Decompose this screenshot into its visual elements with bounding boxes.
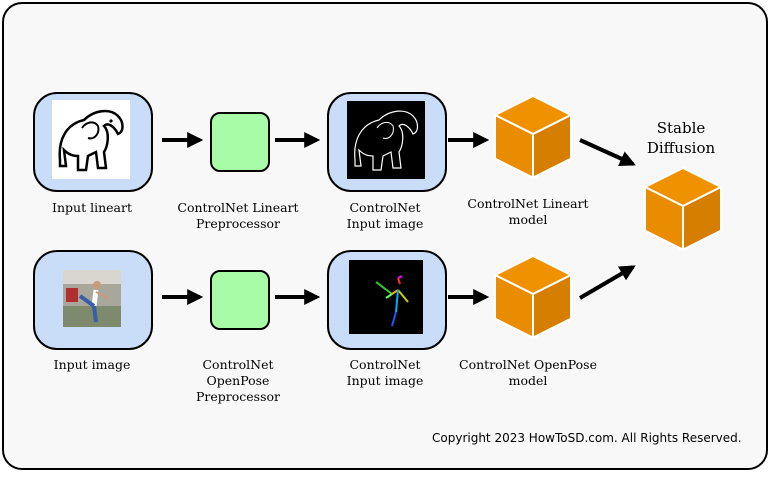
lineart-preprocessor-label: ControlNet Lineart Preprocessor [177, 200, 299, 231]
openpose-preprocessor-box [210, 270, 270, 330]
controlnet-lineart-image [347, 101, 425, 179]
arrow-lineart-model-to-sd [579, 138, 636, 167]
stable-diffusion-cube [644, 167, 722, 251]
diagram-frame [2, 2, 768, 470]
openpose-preprocessor-label: ControlNet OpenPose Preprocessor [195, 357, 280, 404]
copyright-notice: Copyright 2023 HowToSD.com. All Rights R… [432, 431, 742, 445]
input-lineart-label: Input lineart [52, 200, 132, 215]
lineart-preprocessor-box [210, 112, 270, 172]
elephant-lineart-image [52, 100, 130, 179]
control-input-lineart-label: ControlNet Input image [346, 200, 424, 231]
cube2-face-2 [532, 274, 572, 339]
openpose-skeleton-image [349, 260, 423, 334]
lineart-model-cube [494, 95, 572, 179]
stable-diffusion-title: Stable Diffusion [646, 119, 716, 157]
arrow-openpose-model-to-sd [578, 265, 636, 300]
openpose-model-cube [494, 255, 572, 339]
cube1-face-2 [532, 114, 572, 179]
cube3-face-2 [682, 186, 722, 251]
openpose-model-label: ControlNet OpenPose model [459, 357, 597, 388]
input-photo-image [63, 270, 121, 327]
input-image-label: Input image [53, 357, 131, 372]
control-input-pose-label: ControlNet Input image [346, 357, 424, 388]
lineart-model-label: ControlNet Lineart model [467, 196, 589, 227]
